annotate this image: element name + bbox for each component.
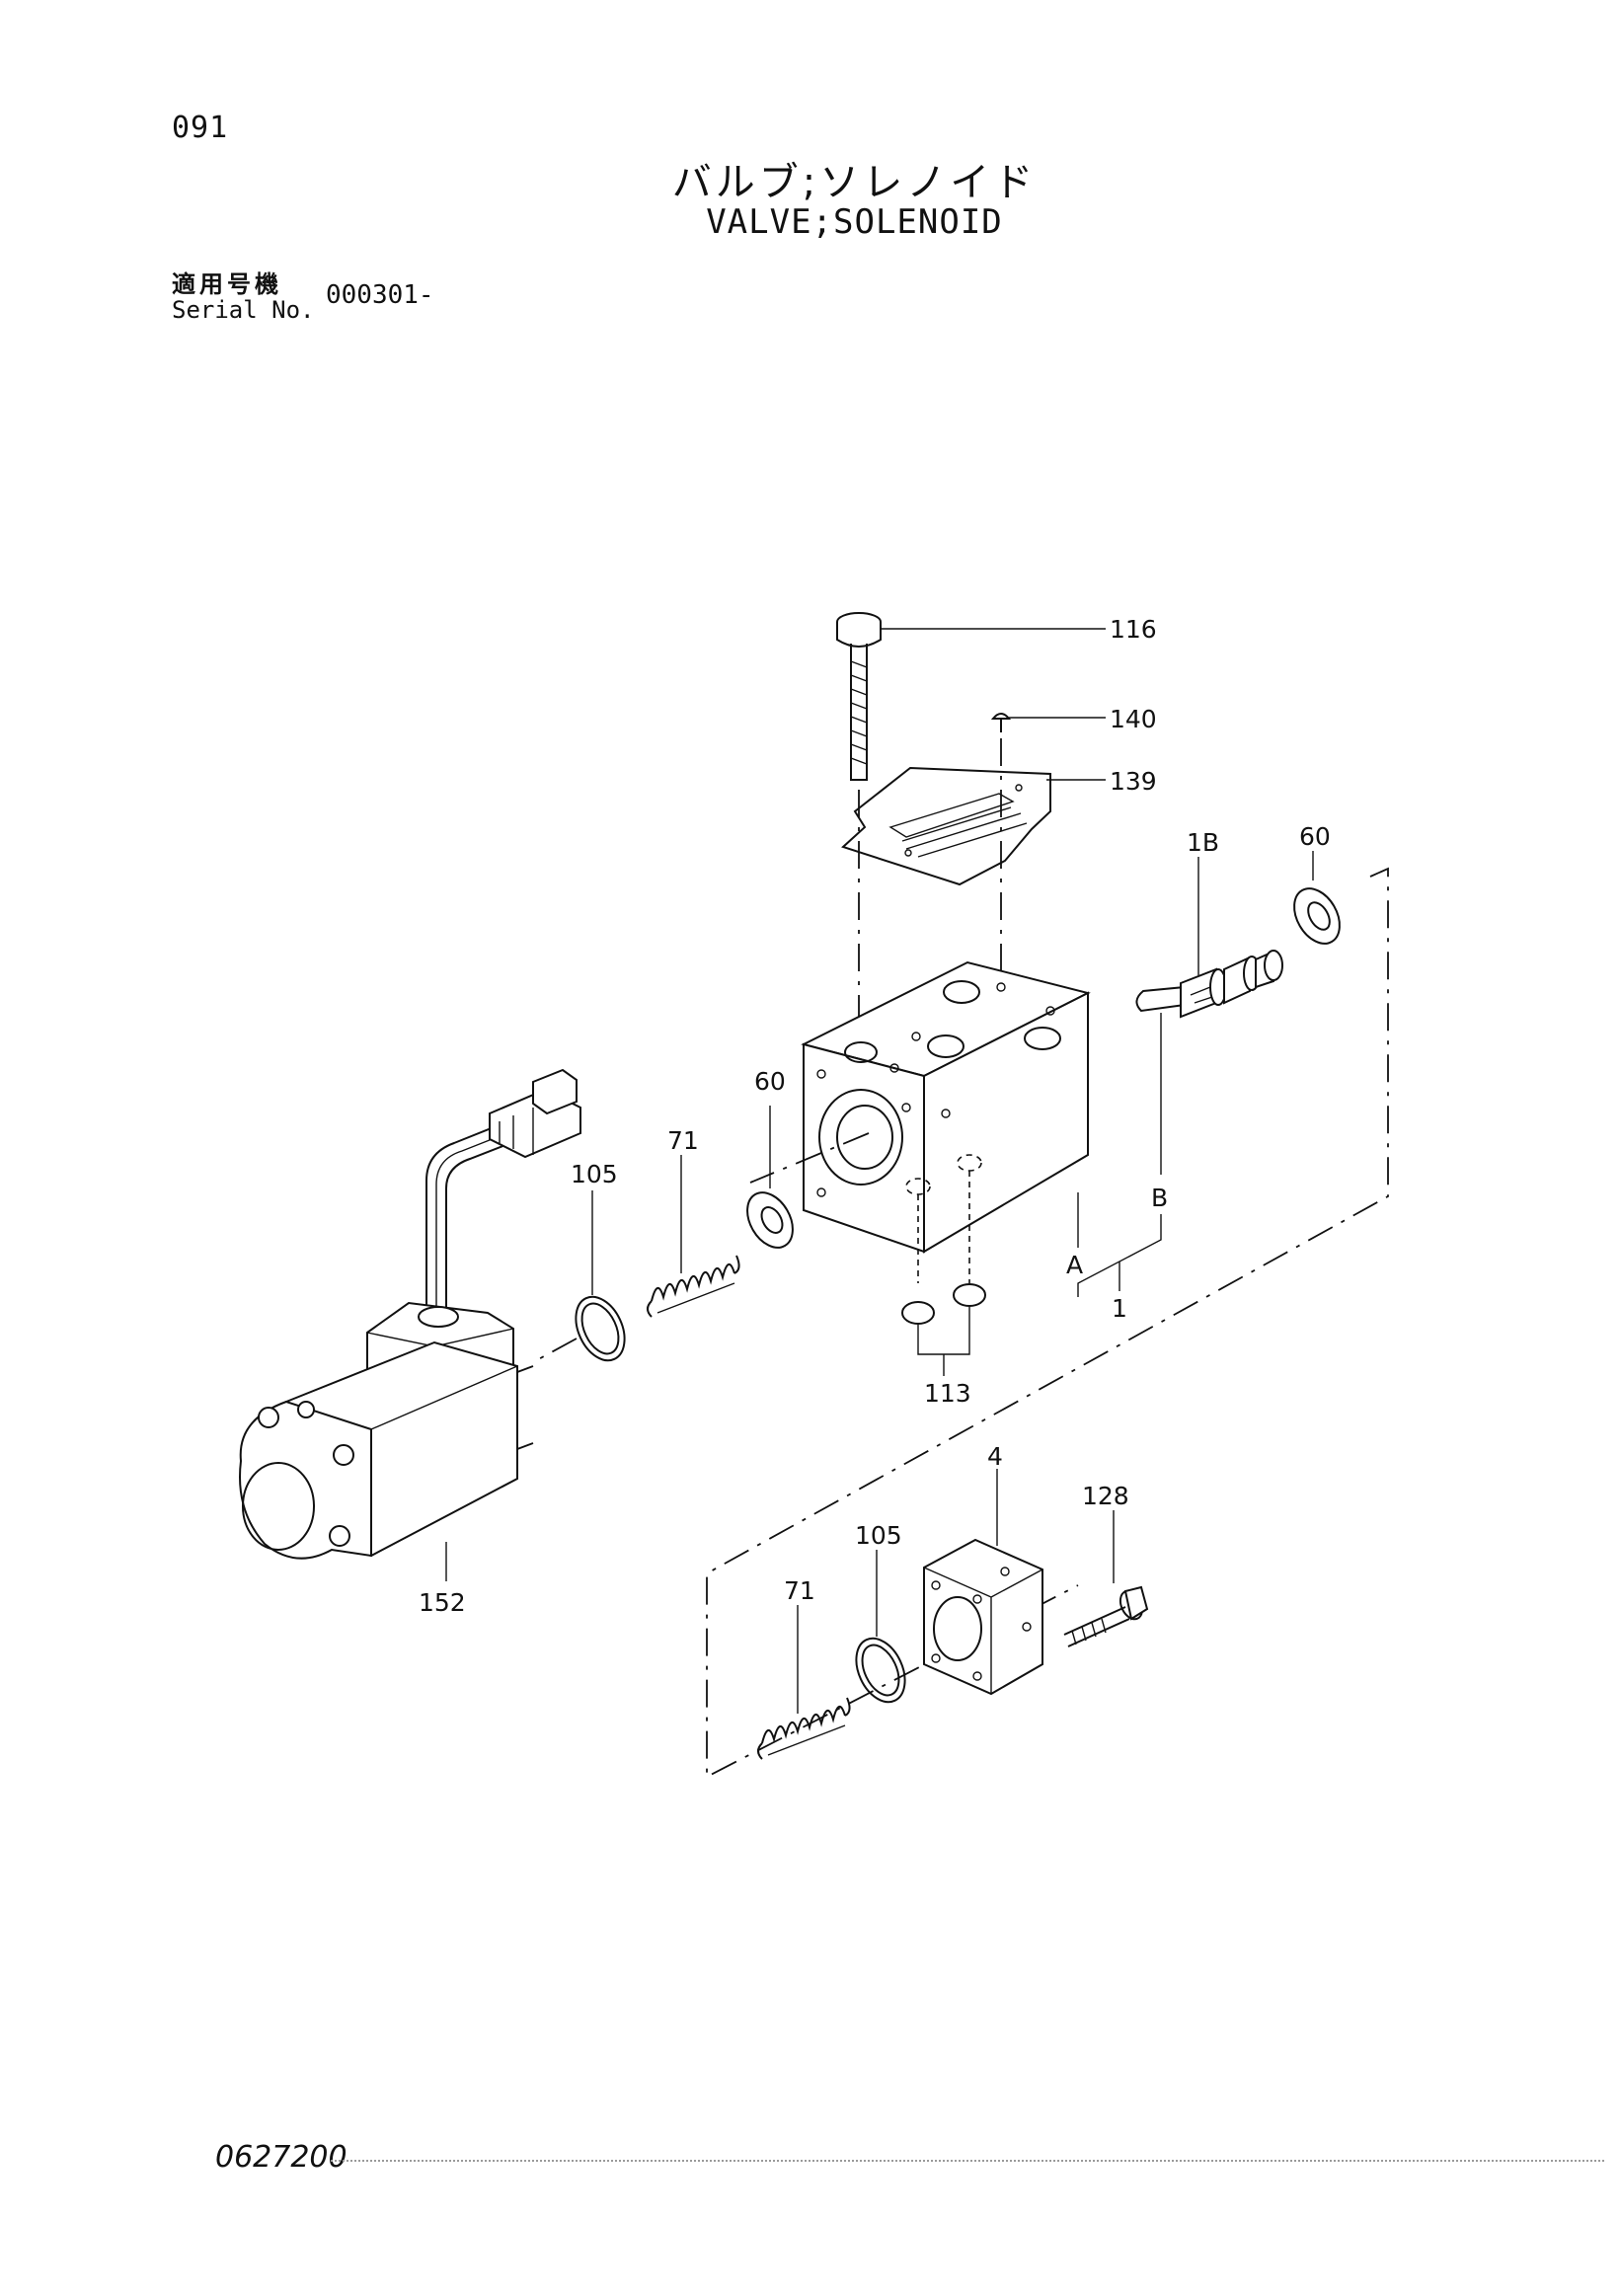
part-71-spring-top <box>647 1155 740 1318</box>
footer-dotted-rule <box>331 2160 1604 2162</box>
callout-128: 128 <box>1082 1482 1129 1510</box>
part-1b-check-plug <box>1135 857 1283 1175</box>
part-140-rivet <box>990 713 1106 732</box>
callout-a: A <box>1066 1251 1083 1279</box>
callout-b: B <box>1151 1184 1168 1212</box>
callout-1: 1 <box>1112 1294 1127 1323</box>
callout-113: 113 <box>924 1379 971 1408</box>
callout-105-bottom: 105 <box>855 1521 902 1550</box>
serial-label-japanese: 適用号機 <box>172 270 282 298</box>
document-code: 0627200 <box>215 2140 347 2175</box>
callout-140: 140 <box>1110 705 1157 733</box>
callout-152: 152 <box>419 1588 466 1617</box>
part-1-valve-body <box>749 960 1091 1283</box>
title-english: VALVE;SOLENOID <box>706 202 1003 242</box>
part-105-o-ring-bottom <box>855 1550 906 1704</box>
callout-60-left: 60 <box>754 1067 786 1096</box>
assembly-1-bracket <box>1077 1192 1162 1297</box>
serial-number-value: 000301- <box>326 280 434 310</box>
part-4-cover-plate <box>923 1469 1043 1696</box>
part-60-washer-left <box>746 1106 794 1249</box>
callout-4: 4 <box>987 1442 1003 1471</box>
title-japanese: バルブ;ソレノイド <box>671 160 1038 205</box>
callout-71-bottom: 71 <box>784 1576 815 1605</box>
callout-116: 116 <box>1110 615 1157 644</box>
callout-71-top: 71 <box>667 1126 699 1155</box>
callout-1b: 1B <box>1187 828 1219 857</box>
part-116-cap-screw <box>836 612 1106 781</box>
callout-105-top: 105 <box>571 1160 618 1188</box>
part-152-solenoid <box>239 1068 581 1581</box>
assembly-centerline <box>706 867 1389 1779</box>
part-139-name-plate <box>841 766 1106 886</box>
serial-label-english: Serial No. <box>172 296 315 324</box>
part-71-spring-bottom <box>757 1605 851 1760</box>
part-60-washer-right <box>1293 851 1341 945</box>
part-105-o-ring-top <box>532 1190 626 1363</box>
part-128-bolt <box>1063 1510 1149 1647</box>
page-number: 091 <box>172 111 229 145</box>
callout-60-right: 60 <box>1299 822 1331 851</box>
callout-139: 139 <box>1110 767 1157 796</box>
part-113-o-rings <box>901 1283 986 1376</box>
